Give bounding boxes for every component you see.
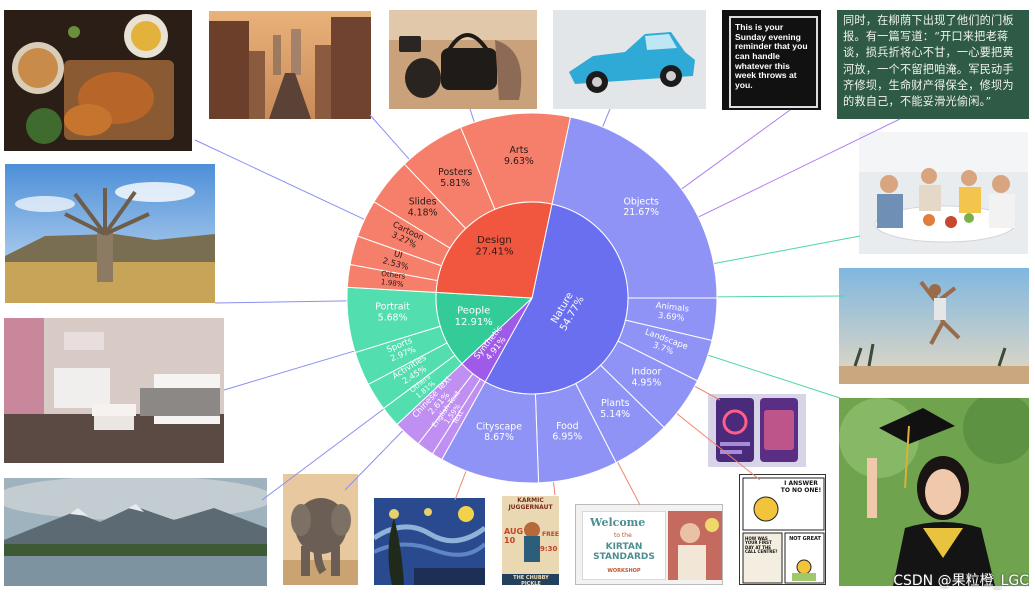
outer-slice-people-portrait [346, 286, 441, 354]
outer-slice-people-others [382, 354, 463, 426]
outer-slice-design-ui [349, 235, 443, 282]
slide-welcome: Welcome [590, 516, 646, 529]
comic-caption-1: HOW WAS YOUR FIRST DAY AT THE CALL CENTR… [745, 536, 778, 555]
thumb-slides: Welcome to the KIRTAN STANDARDS WORKSHOP [575, 504, 723, 585]
thumb-english-text: This is your Sunday evening reminder tha… [722, 10, 821, 110]
leader-line-17 [454, 470, 467, 501]
leader-line-0 [194, 139, 365, 220]
leader-line-16 [552, 481, 556, 496]
outer-slice-nature-indoor [599, 340, 699, 429]
comic-caption-2: NOT GREAT [789, 536, 821, 542]
inner-slice-synthetic [461, 297, 533, 383]
leader-line-11 [716, 295, 846, 298]
thumb-food [4, 10, 192, 151]
outer-slice-nature-objects [551, 116, 718, 299]
thumb-animals [283, 474, 358, 585]
outer-label-synthetic-english-text-8: English Text1.59% [430, 389, 469, 434]
leader-line-12 [707, 354, 841, 399]
poster-time: 9:30 [540, 545, 558, 553]
thumb-posters: KARMIC JUGGERNAUT AUG 10 FREE 9:30 THE C… [502, 496, 559, 585]
leader-line-2 [223, 350, 355, 391]
outer-label-nature-animals-1: Animals3.69% [654, 300, 689, 323]
leader-line-15 [617, 461, 641, 506]
poster-date: AUG 10 [504, 527, 524, 545]
outer-label-design-cartoon-16: Cartoon3.27% [387, 219, 425, 251]
outer-label-nature-landscape-2: Landscape3.7% [641, 326, 690, 360]
poster-title: KARMIC JUGGERNAUT [508, 497, 553, 511]
inner-label-nature: Nature54.77% [548, 289, 587, 333]
leader-line-6 [469, 108, 475, 123]
outer-label-people-sports-12: Sports2.97% [385, 335, 417, 363]
thumb-portrait [839, 398, 1029, 586]
inner-label-synthetic: Synthetic4.91% [472, 324, 512, 368]
outer-slice-synthetic-english-text [417, 372, 482, 455]
leader-line-7 [602, 108, 611, 128]
thumb-arts [374, 498, 485, 585]
slide-to-the: to the [614, 532, 632, 539]
thumb-objects-bags [389, 10, 537, 109]
leader-line-10 [713, 235, 861, 265]
outer-slice-people-sports [354, 325, 448, 386]
outer-label-design-others-14: Others1.98% [380, 269, 406, 289]
outer-slice-nature-landscape [617, 319, 713, 382]
outer-slice-nature-cityscape [441, 381, 540, 484]
slide-main-title: KIRTAN STANDARDS [593, 542, 655, 563]
outer-label-people-others-10: Others1.81% [408, 372, 438, 401]
thumb-cartoon: I ANSWER TO NO ONE! HOW WAS YOUR FIRST D… [739, 474, 826, 585]
outer-label-synthetic-text-7: Text [450, 409, 466, 427]
outer-slice-design-others [346, 263, 439, 293]
outer-slice-synthetic-chinese-text [396, 362, 474, 445]
comic-bubble: I ANSWER TO NO ONE! [780, 480, 822, 494]
thumb-objects-car [553, 10, 706, 109]
outer-slice-nature-food [534, 382, 617, 484]
thumb-chinese-text: 同时，在柳荫下出现了他们的门板报。有一篇写道：“开口来把老蒋谈，损兵折将心不甘，… [837, 10, 1029, 119]
thumb-plants [5, 164, 215, 303]
thumb-indoor [4, 318, 224, 463]
inner-slice-people [435, 291, 534, 365]
poster-venue: THE CHUBBY PICKLE [513, 575, 549, 585]
thumb-landscape [4, 478, 267, 586]
outer-slice-synthetic-text [431, 378, 486, 461]
slide-workshop: WORKSHOP [607, 568, 641, 574]
outer-slice-nature-animals [624, 297, 718, 342]
chalkboard-text: 同时，在柳荫下出现了他们的门板报。有一篇写道：“开口来把老蒋谈，损兵折将心不甘，… [843, 14, 1014, 109]
leader-line-5 [369, 114, 410, 160]
outer-slice-nature-plants [575, 364, 665, 464]
inner-slice-nature [484, 203, 629, 395]
reminder-text: This is your Sunday evening reminder tha… [735, 22, 808, 90]
outer-label-design-ui-15: UI2.53% [382, 246, 413, 272]
outer-slice-people-activities [367, 342, 456, 410]
thumb-cityscape [209, 11, 371, 119]
outer-slice-design-arts [460, 112, 572, 211]
inner-slice-design [435, 201, 553, 299]
thumb-sports [839, 268, 1029, 384]
outer-slice-design-slides [373, 163, 467, 249]
outer-slice-design-posters [403, 126, 496, 230]
outer-slice-design-cartoon [357, 201, 451, 267]
watermark: CSDN @果粒橙_LGC [893, 573, 1029, 589]
leader-line-8 [681, 109, 791, 190]
leader-line-1 [214, 300, 348, 304]
thumb-ui [708, 394, 806, 467]
poster-free: FREE [542, 531, 559, 538]
outer-label-people-activities-11: Activities2.45% [390, 352, 433, 389]
thumb-activities [859, 132, 1028, 254]
outer-label-synthetic-chinese-text-9: Chinese Text2.61% [410, 373, 461, 426]
